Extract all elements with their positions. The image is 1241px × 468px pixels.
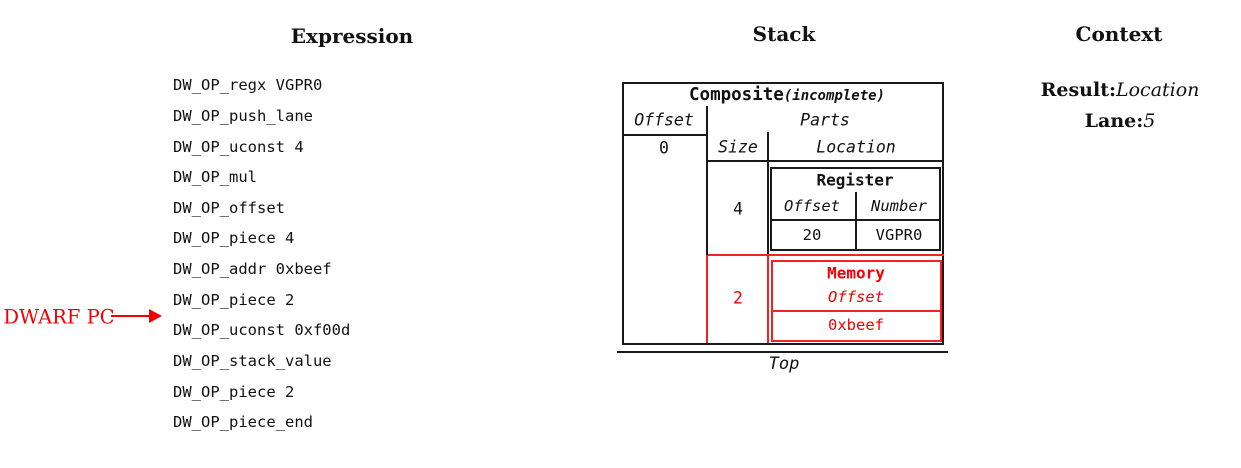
opcode-line: DW_OP_piece 2 [173, 290, 295, 309]
offset-column-header: Offset [634, 110, 694, 130]
size-column-header: Size [718, 137, 758, 157]
location-column-header: Location [816, 137, 896, 157]
opcode-line: DW_OP_uconst 4 [173, 137, 304, 156]
dwarf-pc-label: DWARF PC [3, 305, 115, 329]
dwarf-pc-arrow-icon [149, 309, 162, 323]
highlighted-row-top-line [708, 254, 944, 256]
highlighted-row-left-line [706, 255, 708, 343]
register-number-header: Number [871, 197, 927, 215]
opcode-line: DW_OP_mul [173, 168, 257, 187]
opcode-line: DW_OP_stack_value [173, 351, 332, 370]
opcode-line: DW_OP_piece 2 [173, 382, 295, 401]
composite-title-text: Composite [689, 85, 784, 105]
context-column-title: Context [1075, 22, 1163, 46]
size-location-divider [767, 132, 769, 255]
opcode-line: DW_OP_addr 0xbeef [173, 260, 332, 279]
parts-column-header: Parts [800, 110, 850, 130]
register-title: Register [816, 170, 894, 190]
dwarf-pc-arrow-shaft [111, 315, 151, 317]
opcode-line: DW_OP_piece_end [173, 413, 313, 432]
stack-column-title: Stack [752, 22, 816, 46]
offset-parts-divider [706, 106, 708, 255]
opcode-line: DW_OP_regx VGPR0 [173, 76, 323, 95]
memory-offset-value: 0xbeef [828, 316, 884, 334]
result-label: Result: [1040, 79, 1116, 101]
opcode-line: DW_OP_piece 4 [173, 229, 295, 248]
lane-label: Lane: [1084, 110, 1144, 132]
expression-column-title: Expression [290, 24, 414, 48]
opcode-line: DW_OP_uconst 0xf00d [173, 321, 351, 340]
result-value: Location [1115, 79, 1200, 101]
lane-value: 5 [1143, 110, 1156, 132]
memory-header-underline [773, 310, 940, 312]
opcode-line: DW_OP_offset [173, 198, 285, 217]
register-number-value: VGPR0 [875, 226, 923, 244]
offset-header-underline [624, 134, 706, 136]
stack-top-label: Top [768, 354, 800, 374]
context-result-line: Result:Location [1041, 79, 1200, 101]
context-lane-line: Lane:5 [1085, 110, 1156, 132]
memory-title: Memory [827, 263, 885, 283]
offset-value-cell: 0 [659, 138, 669, 158]
expression-opcode-list: DW_OP_regx VGPR0 DW_OP_push_lane DW_OP_u… [173, 70, 350, 438]
parts-header-underline [708, 160, 942, 162]
stack-base-line [617, 351, 948, 353]
part2-size-cell: 2 [733, 288, 743, 308]
highlighted-row-divider-line [767, 255, 769, 343]
part1-size-cell: 4 [733, 199, 743, 219]
composite-qualifier-text: (incomplete) [783, 88, 885, 104]
composite-table-border [622, 82, 944, 345]
register-table-border [770, 167, 941, 251]
register-header-underline [772, 219, 939, 221]
composite-title: Composite(incomplete) [689, 85, 885, 105]
register-offset-value: 20 [802, 226, 822, 244]
memory-table-border [771, 260, 942, 342]
opcode-line: DW_OP_push_lane [173, 106, 313, 125]
register-offset-header: Offset [784, 197, 840, 215]
memory-offset-header: Offset [828, 288, 884, 306]
